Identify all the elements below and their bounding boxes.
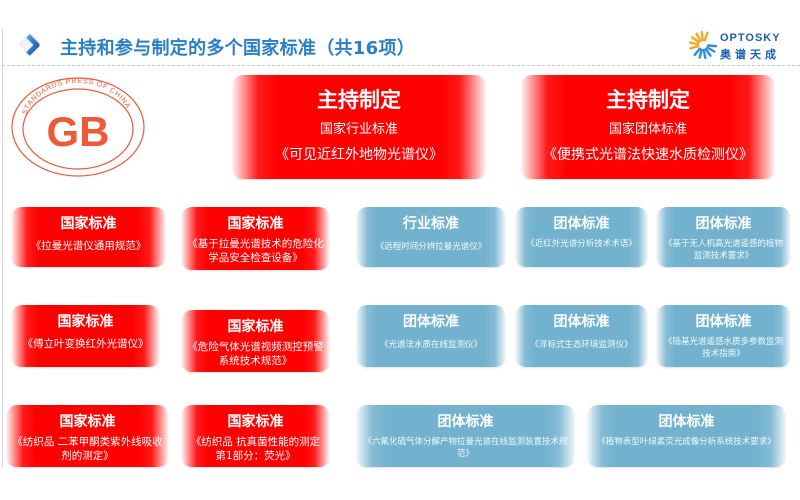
card-standard-name: 《便携式光谱法快速水质检测仪》 — [543, 147, 753, 163]
card-category: 国家团体标准 — [608, 122, 687, 137]
card-type: 团体标准 — [553, 314, 610, 330]
logo-text-cn: 奥谱天成 — [720, 48, 780, 61]
standard-card[interactable]: 国家标准 《危险气体光谱视频测控预警系统技术规范》 — [182, 310, 329, 372]
left-border-line — [2, 28, 3, 468]
card-standard-name: 《植物表型叶绿素荧光成像分析系统技术要求》 — [597, 437, 776, 447]
card-standard-name: 《远程时间分辨拉曼光谱仪》 — [375, 242, 487, 252]
card-standard-name: 《傅立叶变换红外光谱仪》 — [22, 338, 149, 350]
card-type: 国家标准 — [60, 216, 117, 232]
header-divider — [2, 65, 800, 66]
standard-card[interactable]: 团体标准 《陆基光谱遥感水质多参数监测技术指南》 — [657, 305, 790, 367]
standard-card[interactable]: 国家标准 《纺织品 抗真菌性能的测定 第1部分：荧光》 — [182, 405, 329, 467]
standard-card[interactable]: 团体标准 《光谱法水质在线监测仪》 — [357, 305, 505, 367]
card-standard-name: 《拉曼光谱仪通用规范》 — [30, 240, 147, 252]
standard-card[interactable]: 团体标准 《六氟化硫气体分解产物拉曼光谱在线监测装置技术规范》 — [357, 405, 574, 467]
card-standard-name: 《浮标式生态环境监测仪》 — [530, 340, 633, 350]
card-standard-name: 《可见近红外地物光谱仪》 — [275, 147, 443, 163]
card-type: 团体标准 — [695, 314, 752, 330]
card-type: 国家标准 — [59, 414, 116, 430]
standard-card[interactable]: 国家标准 《傅立叶变换红外光谱仪》 — [12, 305, 159, 367]
card-standard-name: 《近红外光谱分析技术术语》 — [526, 239, 637, 249]
card-type: 团体标准 — [695, 216, 752, 232]
card-type: 团体标准 — [437, 414, 494, 430]
card-heading: 主持制定 — [317, 88, 401, 112]
gb-standard-logo: STANDARDS PRESS OF CHINA GB — [11, 77, 145, 177]
card-category: 国家行业标准 — [319, 122, 398, 137]
chevron-right-icon — [19, 33, 41, 56]
card-standard-name: 《六氟化硫气体分解产物拉曼光谱在线监测装置技术规范》 — [363, 437, 568, 459]
standard-card[interactable]: 团体标准 《植物表型叶绿素荧光成像分析系统技术要求》 — [588, 405, 785, 467]
standard-card[interactable]: 行业标准 《远程时间分辨拉曼光谱仪》 — [357, 207, 505, 267]
card-standard-name: 《基于拉曼光谱技术的危险化学品安全检查设备》 — [187, 238, 324, 264]
svg-text:GB: GB — [47, 108, 110, 155]
card-type: 团体标准 — [403, 314, 459, 330]
card-standard-name: 《陆基光谱遥感水质多参数监测技术指南》 — [663, 337, 783, 359]
card-type: 国家标准 — [57, 314, 114, 330]
standard-card[interactable]: 国家标准 《纺织品 二苯甲酮类紫外线吸收剂的测定》 — [7, 405, 168, 467]
company-logo: OPTOSKY 奥谱天成 — [688, 28, 798, 62]
standard-card[interactable]: 国家标准 《基于拉曼光谱技术的危险化学品安全检查设备》 — [182, 207, 329, 270]
card-type: 国家标准 — [227, 216, 284, 232]
lead-standard-card[interactable]: 主持制定 国家行业标准 《可见近红外地物光谱仪》 — [233, 75, 485, 179]
card-type: 国家标准 — [227, 414, 284, 430]
card-type: 国家标准 — [227, 319, 284, 335]
card-standard-name: 《纺织品 二苯甲酮类紫外线吸收剂的测定》 — [12, 436, 163, 462]
standard-card[interactable]: 国家标准 《拉曼光谱仪通用规范》 — [12, 207, 165, 267]
card-type: 行业标准 — [403, 216, 459, 232]
card-standard-name: 《基于无人机高光谱遥感的植物监测技术要求》 — [663, 239, 783, 261]
standard-card[interactable]: 团体标准 《基于无人机高光谱遥感的植物监测技术要求》 — [657, 207, 790, 267]
standard-card[interactable]: 团体标准 《近红外光谱分析技术术语》 — [516, 207, 647, 267]
standard-card[interactable]: 团体标准 《浮标式生态环境监测仪》 — [516, 305, 647, 367]
card-standard-name: 《纺织品 抗真菌性能的测定 第1部分：荧光》 — [190, 436, 321, 462]
sunburst-logo-icon — [688, 30, 718, 60]
logo-text-en: OPTOSKY — [720, 32, 781, 44]
card-standard-name: 《危险气体光谱视频测控预警系统技术规范》 — [187, 341, 324, 367]
card-heading: 主持制定 — [606, 88, 690, 112]
lead-standard-card[interactable]: 主持制定 国家团体标准 《便携式光谱法快速水质检测仪》 — [522, 75, 774, 179]
card-standard-name: 《光谱法水质在线监测仪》 — [379, 340, 482, 350]
card-type: 团体标准 — [553, 216, 610, 232]
card-type: 团体标准 — [658, 414, 715, 430]
page-title: 主持和参与制定的多个国家标准（共16项） — [60, 38, 416, 59]
